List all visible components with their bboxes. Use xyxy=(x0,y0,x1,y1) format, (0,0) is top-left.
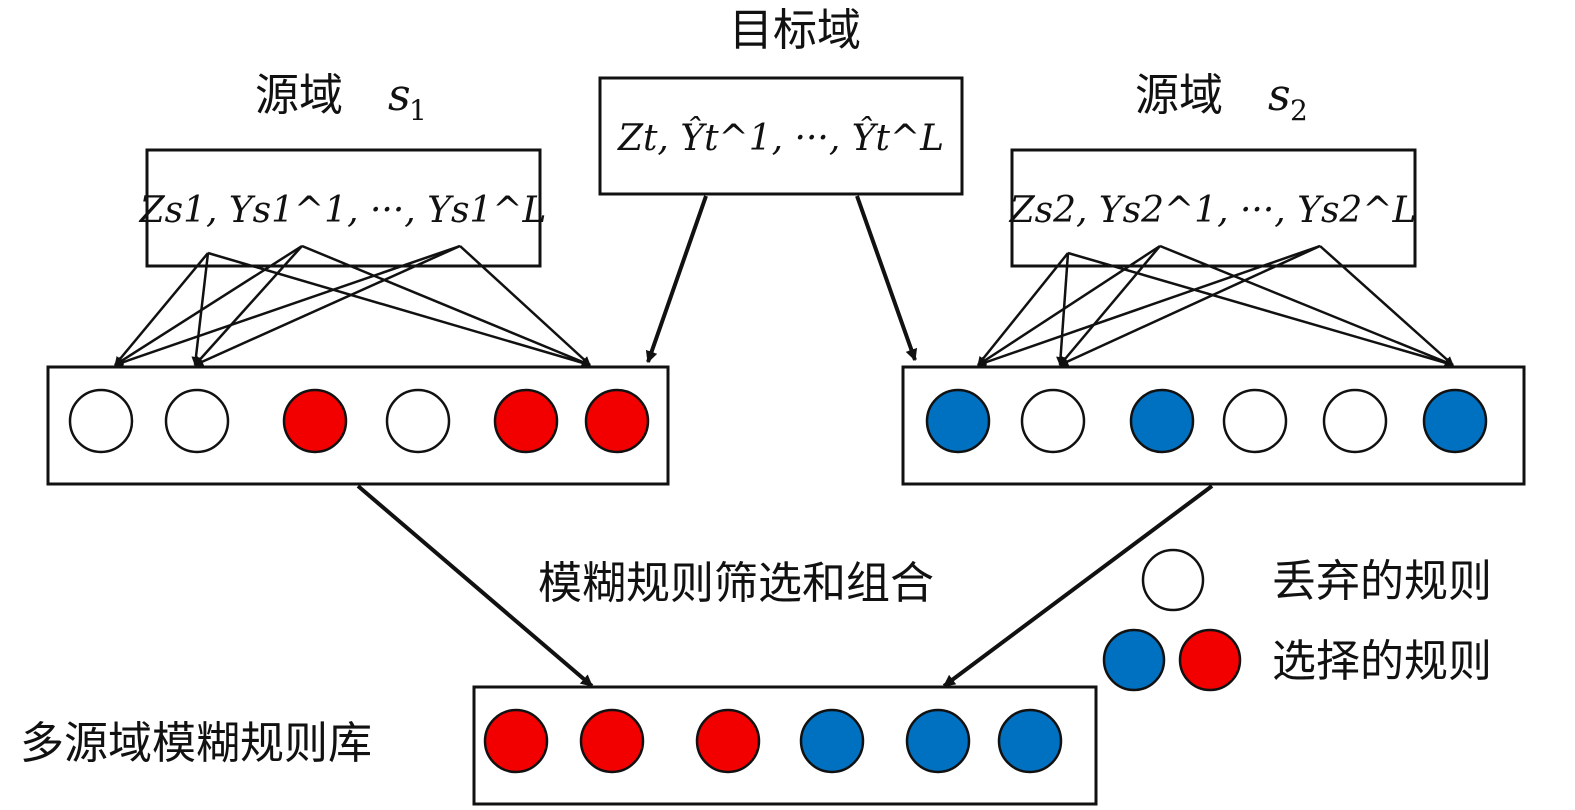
s2-arrow-y1-1 xyxy=(977,244,1161,367)
s1-arrow-y1-1 xyxy=(114,244,303,367)
source1-rule-5 xyxy=(493,388,559,454)
source1-arrows xyxy=(114,244,591,368)
source2-title-symbol: s xyxy=(1268,70,1291,121)
legend: 丢弃的规则 选择的规则 xyxy=(1102,548,1492,692)
target-formula: Zt, Ŷt^1, ···, Ŷt^L xyxy=(617,117,944,159)
s2-arrow-z-1 xyxy=(977,252,1069,366)
legend-discarded-label: 丢弃的规则 xyxy=(1272,556,1492,607)
s1-arrow-z-6 xyxy=(207,251,591,368)
source2-rule-1 xyxy=(925,388,991,454)
source1-title-index: 1 xyxy=(409,94,427,127)
s2-arrow-y1-2 xyxy=(1059,245,1161,366)
source1-rule-6 xyxy=(584,388,650,454)
library-rule-4 xyxy=(799,708,865,774)
s2-arrow-y1-6 xyxy=(1159,244,1454,367)
source2-rule-6 xyxy=(1422,388,1488,454)
legend-discarded-circle xyxy=(1141,548,1205,612)
source1-formula-frame xyxy=(145,148,542,268)
s1-arrow-z-1 xyxy=(114,252,209,366)
library-panel xyxy=(472,685,1098,806)
library-label: 多源域模糊规则库 xyxy=(20,718,372,769)
library-rule-3 xyxy=(695,708,761,774)
combine-arrow-right xyxy=(942,484,1214,688)
combine-arrow-left xyxy=(356,484,594,688)
library-rule-6 xyxy=(997,708,1063,774)
source1-rule-1 xyxy=(68,388,134,454)
source2-formula-box: Zs2, Ys2^1, ···, Ys2^L xyxy=(1009,148,1417,268)
target-formula-box: Zt, Ŷt^1, ···, Ŷt^L xyxy=(598,76,964,196)
s1-arrow-yl-1 xyxy=(114,244,461,367)
library-rule-1 xyxy=(483,708,549,774)
target-arrow-left xyxy=(645,195,708,364)
source1-rule-4 xyxy=(385,388,451,454)
source2-title-index: 2 xyxy=(1290,94,1308,127)
process-label: 模糊规则筛选和组合 xyxy=(538,558,934,609)
source2-rule-2 xyxy=(1020,388,1086,454)
legend-selected-label: 选择的规则 xyxy=(1272,636,1492,687)
s2-arrow-yl-2 xyxy=(1059,244,1321,367)
target-domain-title: 目标域 xyxy=(729,5,861,56)
source1-rule-panel xyxy=(46,365,670,486)
s2-arrow-yl-6 xyxy=(1319,245,1454,366)
library-rule-5 xyxy=(905,708,971,774)
legend-selected-blue-circle xyxy=(1102,628,1166,692)
target-arrows xyxy=(645,195,918,364)
source2-arrows xyxy=(977,244,1454,368)
source1-title: 源域 s 1 xyxy=(255,70,427,127)
s1-arrow-y1-6 xyxy=(301,244,591,367)
source1-rule-2 xyxy=(164,388,230,454)
library-rule-2 xyxy=(579,708,645,774)
target-arrow-right xyxy=(855,195,918,362)
source2-rule-panel xyxy=(901,365,1526,486)
source2-rules xyxy=(925,388,1488,454)
source2-rule-4 xyxy=(1222,388,1288,454)
source2-title: 源域 s 2 xyxy=(1135,70,1308,127)
source1-formula-box: Zs1, Ys1^1, ···, Ys1^L xyxy=(139,148,547,268)
source2-formula: Zs2, Ys2^1, ···, Ys2^L xyxy=(1009,190,1417,231)
source2-title-text: 源域 xyxy=(1135,70,1223,121)
s2-arrow-yl-1 xyxy=(977,244,1321,367)
s1-arrow-yl-6 xyxy=(459,245,591,366)
source1-title-text: 源域 xyxy=(255,70,343,121)
source1-rules xyxy=(68,388,650,454)
target-formula-frame xyxy=(598,76,964,196)
source1-title-symbol: s xyxy=(388,70,411,121)
library-rules xyxy=(483,708,1063,774)
source2-rule-5 xyxy=(1322,388,1388,454)
s1-arrow-y1-2 xyxy=(194,245,303,366)
source1-formula: Zs1, Ys1^1, ···, Ys1^L xyxy=(139,190,547,231)
s1-arrow-yl-2 xyxy=(194,244,461,367)
source2-rule-3 xyxy=(1129,388,1195,454)
legend-selected-red-circle xyxy=(1178,628,1242,692)
combine-arrows xyxy=(356,484,1214,688)
source1-rule-3 xyxy=(282,388,348,454)
source2-formula-frame xyxy=(1010,148,1417,268)
s2-arrow-z-6 xyxy=(1067,251,1454,368)
